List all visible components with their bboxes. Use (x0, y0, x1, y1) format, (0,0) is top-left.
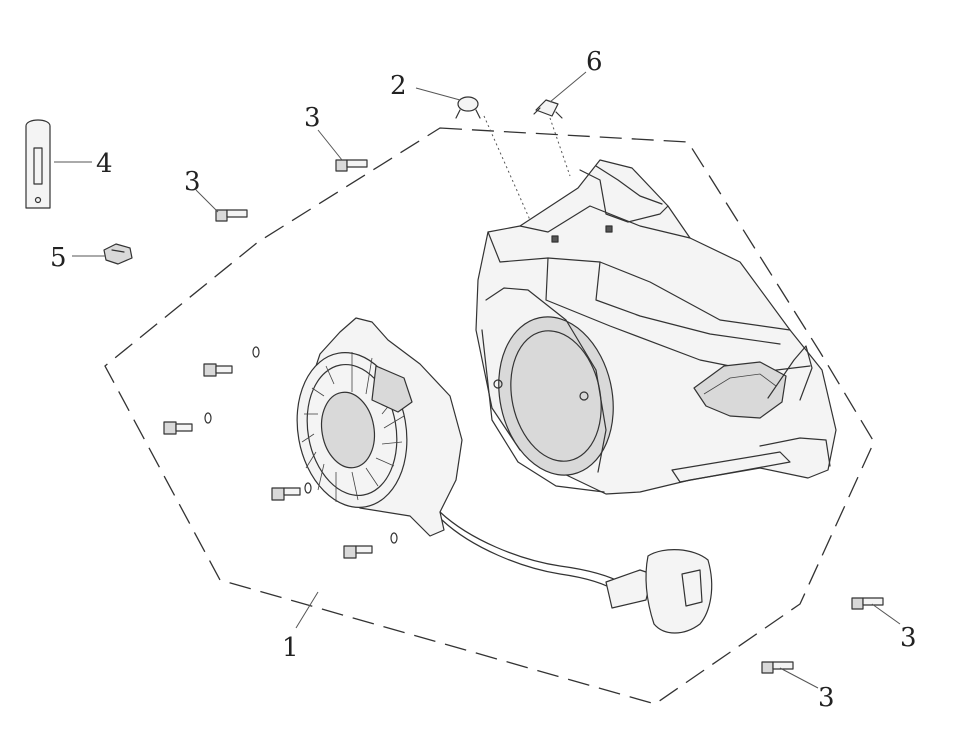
spring-clip (533, 99, 563, 119)
bolt-right-2 (761, 661, 794, 674)
leader-lines (54, 71, 901, 689)
callout-3-upper-left: 3 (184, 167, 201, 197)
bolt-right-1 (851, 597, 884, 610)
blower-housing (475, 159, 837, 495)
recoil-starter (296, 317, 713, 634)
hose-clamp (455, 96, 481, 119)
warning-label-plate (25, 119, 51, 209)
assembly-group-outline (104, 127, 875, 705)
callout-3-right: 3 (900, 623, 917, 653)
bolt-top-1 (335, 159, 368, 172)
callout-6: 6 (586, 47, 603, 77)
mounting-bolts-group (163, 346, 398, 559)
bolt-left-3 (271, 482, 312, 501)
cable-clip (103, 243, 133, 265)
callout-5: 5 (50, 243, 67, 273)
bolt-left-1 (203, 346, 260, 377)
callout-1: 1 (282, 633, 299, 663)
callout-4: 4 (96, 149, 113, 179)
bolt-left-2 (163, 412, 212, 435)
bolt-top-2 (215, 209, 248, 222)
callout-3-top: 3 (304, 103, 321, 133)
callout-3-bottom-right: 3 (818, 683, 835, 713)
callout-2: 2 (390, 71, 407, 101)
bolt-left-4 (343, 532, 398, 559)
